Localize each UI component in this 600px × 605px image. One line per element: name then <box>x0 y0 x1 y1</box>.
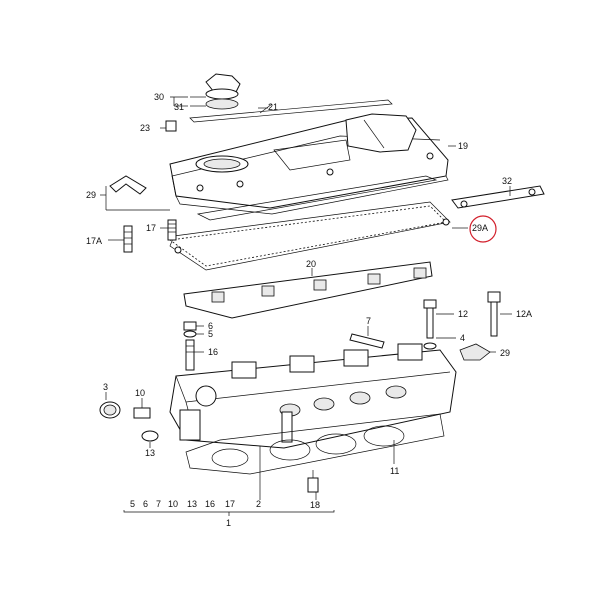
callout-32: 32 <box>502 176 512 186</box>
head-gasket <box>185 413 445 475</box>
plug-13 <box>141 430 159 442</box>
callout-29-right: 29 <box>500 348 510 358</box>
bolt-12 <box>423 299 437 339</box>
callout-5: 5 <box>208 329 213 339</box>
group-item: 10 <box>168 499 178 509</box>
cover-seal-strip <box>189 99 393 123</box>
callout-20: 20 <box>306 259 316 269</box>
callout-1: 1 <box>226 518 231 528</box>
washer-5 <box>183 330 197 338</box>
callout-12a: 12A <box>516 309 532 319</box>
stud-16 <box>185 339 195 371</box>
callout-12: 12 <box>458 309 468 319</box>
sleeve-10 <box>133 407 151 419</box>
stud-17a <box>123 225 133 253</box>
group-item: 6 <box>143 499 148 509</box>
callout-31: 31 <box>174 102 184 112</box>
callout-6: 6 <box>208 321 213 331</box>
highlight-circle <box>469 215 497 243</box>
callout-3: 3 <box>103 382 108 392</box>
callout-29a: 29A <box>472 223 488 233</box>
callout-2: 2 <box>256 499 261 509</box>
callout-4: 4 <box>460 333 465 343</box>
leader-lines <box>100 96 512 516</box>
callout-11: 11 <box>390 466 399 476</box>
callout-17a: 17A <box>86 236 102 246</box>
callout-13: 13 <box>145 448 155 458</box>
cover-gasket-29a <box>168 201 451 271</box>
callout-30: 30 <box>154 92 164 102</box>
stud-17 <box>167 219 177 241</box>
group-item: 16 <box>205 499 215 509</box>
bolt-23 <box>160 120 177 132</box>
callout-16: 16 <box>208 347 218 357</box>
cylinder-head <box>169 343 457 449</box>
group-item: 13 <box>187 499 197 509</box>
callout-17: 17 <box>146 223 156 233</box>
oil-baffle-20 <box>183 261 433 319</box>
callout-10: 10 <box>135 388 145 398</box>
cover-inner-gasket <box>196 175 438 221</box>
cylinder-head-cover <box>169 113 449 215</box>
callout-23: 23 <box>140 123 150 133</box>
stud-7 <box>349 333 385 349</box>
clip-29 <box>109 175 147 195</box>
group-item: 17 <box>225 499 235 509</box>
oil-filler-cap <box>190 73 241 110</box>
bracket-32 <box>451 185 545 209</box>
sender-18 <box>307 470 319 493</box>
callout-19: 19 <box>458 141 468 151</box>
group-item: 5 <box>130 499 135 509</box>
callout-18: 18 <box>310 500 320 510</box>
bottom-group-list: 5 6 7 10 13 16 17 <box>130 499 235 509</box>
callout-labels: 30 31 21 23 19 29 32 17 17A 29A 20 12 12… <box>86 92 532 528</box>
callout-7: 7 <box>366 316 371 326</box>
bolt-12a <box>487 291 501 337</box>
callout-29: 29 <box>86 190 96 200</box>
group-item: 7 <box>156 499 161 509</box>
clip-29-right <box>459 343 491 361</box>
callout-21: 21 <box>268 102 278 112</box>
nut-6 <box>183 321 197 331</box>
oil-seal-3 <box>99 401 121 419</box>
